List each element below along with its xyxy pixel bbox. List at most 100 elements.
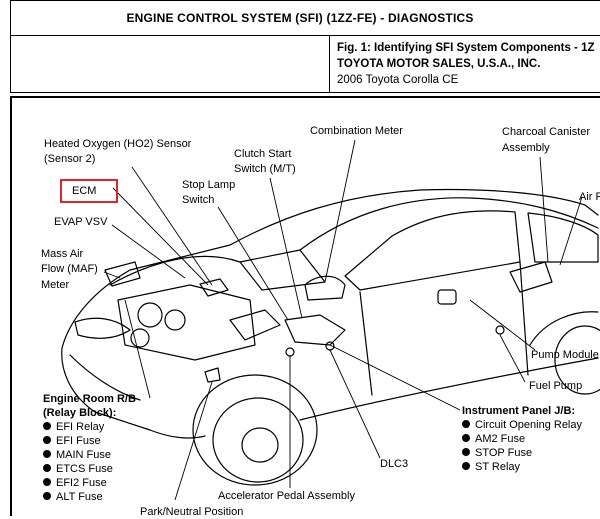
bullet-icon <box>43 492 51 500</box>
leader-maf <box>103 271 121 279</box>
bullet-icon <box>462 420 470 428</box>
label-maf-3: Meter <box>41 279 70 291</box>
hood-line <box>109 255 241 286</box>
relay-block <box>104 261 141 287</box>
list-item: MAIN Fuse <box>43 448 136 462</box>
leader-ecm <box>112 187 209 286</box>
leader-park <box>174 381 213 501</box>
diagram-frame <box>10 96 600 516</box>
windshield <box>239 249 326 291</box>
label-dlc3: DLC3 <box>380 458 409 470</box>
label-ho2-sensor-sub: (Sensor 2) <box>44 153 96 165</box>
label-pump-module: Pump Module <box>531 349 599 361</box>
bullet-icon <box>462 434 470 442</box>
bullet-icon <box>43 478 51 486</box>
vehicle: 2006 Toyota Corolla CE <box>337 74 459 86</box>
figure-title: Fig. 1: Identifying SFI System Component… <box>337 42 595 54</box>
list-item: AM2 Fuse <box>462 432 582 446</box>
leader-charcoal <box>539 156 549 263</box>
leader-dlc3 <box>329 349 381 459</box>
engine-part-2 <box>164 309 186 331</box>
header-bar: ENGINE CONTROL SYSTEM (SFI) (1ZZ-FE) - D… <box>10 0 600 36</box>
divider <box>329 36 330 93</box>
car-body <box>61 188 599 349</box>
side-window <box>344 210 521 291</box>
figure-info-panel: Fig. 1: Identifying SFI System Component… <box>10 36 600 93</box>
pedal-assembly <box>285 347 295 357</box>
label-clutch-start: Clutch Start <box>234 148 292 160</box>
front-bumper <box>61 347 206 439</box>
list-item: EFI2 Fuse <box>43 476 136 490</box>
dash-components <box>284 314 346 346</box>
label-maf-1: Mass Air <box>41 248 84 260</box>
leader-fuel-pump <box>499 334 526 383</box>
publisher: TOYOTA MOTOR SALES, U.S.A., INC. <box>337 58 541 70</box>
label-fuel-pump: Fuel Pump <box>529 380 583 392</box>
bullet-icon <box>43 436 51 444</box>
door-line-2 <box>519 261 529 376</box>
leader-air <box>559 196 583 266</box>
engine-room-list: Engine Room R/B (Relay Block): EFI Relay… <box>43 392 136 504</box>
grille <box>69 354 141 401</box>
instrument-panel-list: Instrument Panel J/B: Circuit Opening Re… <box>462 404 582 474</box>
ecm-unit <box>199 278 229 297</box>
leader-comb-meter <box>324 139 356 283</box>
list-item: EFI Fuse <box>43 434 136 448</box>
list-item: ST Relay <box>462 460 582 474</box>
engine-block <box>117 284 256 361</box>
list-item: STOP Fuse <box>462 446 582 460</box>
label-ecm: ECM <box>72 185 97 197</box>
engine-room-subtitle: (Relay Block): <box>43 407 117 419</box>
rear-window <box>527 212 599 263</box>
bullet-icon <box>43 464 51 472</box>
leader-instr <box>329 344 461 411</box>
leader-clutch <box>269 177 303 319</box>
ecm-highlight-box <box>60 179 118 203</box>
leader-stop-lamp <box>217 206 289 321</box>
rear-wheel-arch <box>529 311 599 346</box>
engine-room-title: Engine Room R/B <box>43 393 136 405</box>
label-clutch-start-sub: Switch (M/T) <box>234 163 296 175</box>
label-stop-lamp: Stop Lamp <box>182 179 236 191</box>
fuel-pump <box>495 325 505 335</box>
bullet-icon <box>462 462 470 470</box>
leader-evap <box>111 224 186 279</box>
bullet-icon <box>462 448 470 456</box>
bullet-icon <box>43 422 51 430</box>
sensor-part <box>204 367 221 383</box>
list-item: Circuit Opening Relay <box>462 418 582 432</box>
engine-part-1 <box>137 302 163 328</box>
label-ho2-sensor: Heated Oxygen (HO2) Sensor <box>44 138 192 150</box>
combination-meter <box>304 275 346 301</box>
leader-room <box>124 299 151 399</box>
intake <box>229 309 281 341</box>
canister <box>509 261 553 293</box>
front-hub <box>241 427 279 463</box>
list-item: ALT Fuse <box>43 490 136 504</box>
label-air: Air F <box>579 191 600 203</box>
label-charcoal-canister-sub: Assembly <box>502 142 550 154</box>
bullet-icon <box>43 450 51 458</box>
leader-pump-module <box>469 299 536 351</box>
label-maf-2: Flow (MAF) <box>41 263 98 275</box>
engine-part-3 <box>130 328 150 348</box>
label-park-neutral: Park/Neutral Position <box>140 506 244 518</box>
label-charcoal-canister: Charcoal Canister <box>502 126 591 138</box>
instrument-panel-title: Instrument Panel J/B: <box>462 405 576 417</box>
figure-info: Fig. 1: Identifying SFI System Component… <box>337 40 595 88</box>
label-accelerator: Accelerator Pedal Assembly <box>218 490 355 502</box>
list-item: ETCS Fuse <box>43 462 136 476</box>
rocker <box>299 357 599 421</box>
front-wheel-arch <box>192 374 318 486</box>
door-line <box>359 291 373 396</box>
leader-ho2 <box>131 166 213 286</box>
label-combination-meter: Combination Meter <box>310 125 403 137</box>
rear-wheel <box>554 325 600 395</box>
label-stop-lamp-sub: Switch <box>182 194 215 206</box>
front-wheel <box>212 397 304 483</box>
list-item: EFI Relay <box>43 420 136 434</box>
headlight <box>74 317 131 339</box>
page-title: ENGINE CONTROL SYSTEM (SFI) (1ZZ-FE) - D… <box>126 11 474 25</box>
fuel-tank <box>437 289 457 305</box>
